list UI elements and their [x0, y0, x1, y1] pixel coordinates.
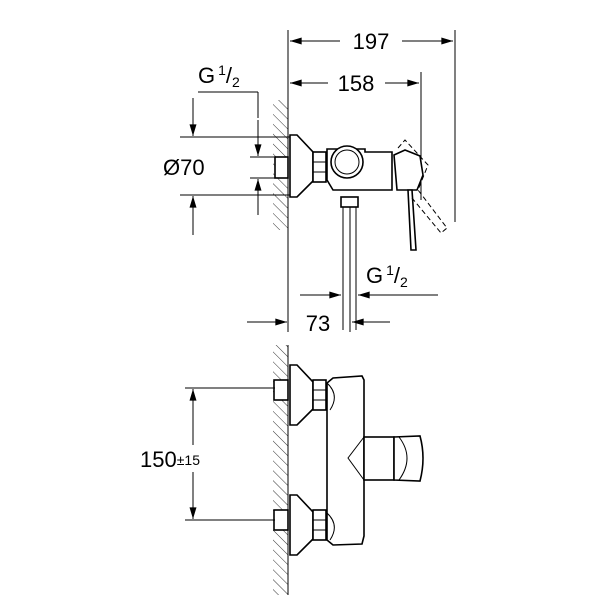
spout [363, 436, 395, 481]
outlet-nut [340, 196, 359, 208]
front-view: 150±15 [140, 345, 424, 595]
wall-hatch-front [273, 345, 288, 595]
dim-73: 73 [306, 311, 330, 336]
dim-158: 158 [338, 71, 375, 96]
inlet-pipe [274, 156, 289, 179]
lever-head [393, 149, 424, 191]
escutcheon [289, 134, 314, 198]
nut [312, 151, 327, 183]
dim-197: 197 [353, 29, 390, 54]
lever-handle [407, 189, 417, 251]
valve-body-front [326, 375, 365, 546]
valve-cap [330, 145, 364, 179]
dim-diameter-70: Ø70 [163, 155, 205, 180]
dim-150-tolerance: 150±15 [140, 447, 200, 472]
